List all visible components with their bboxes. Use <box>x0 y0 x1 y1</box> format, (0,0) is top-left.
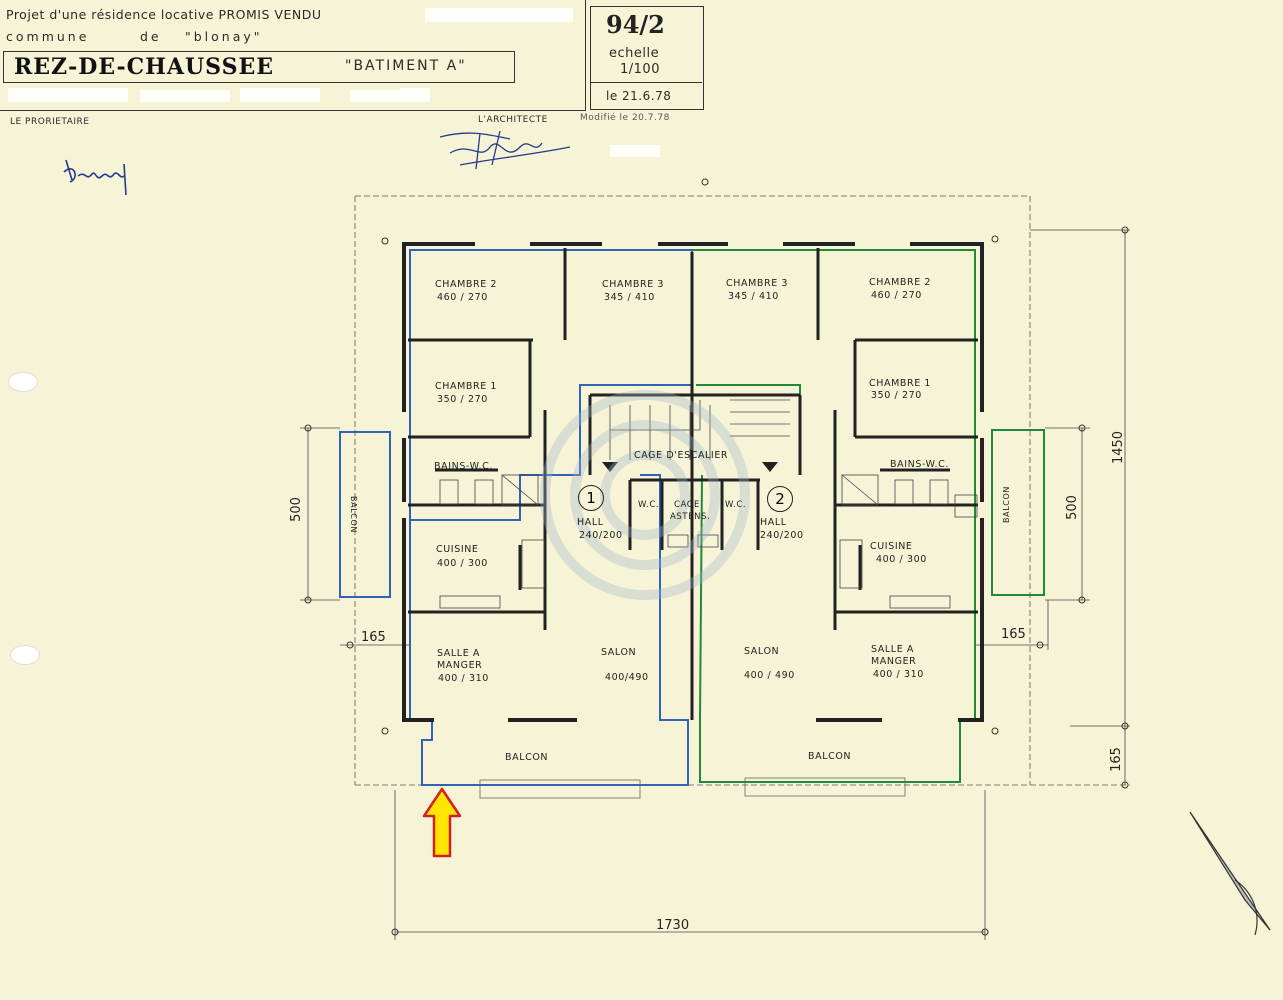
room-label-right-wc: W.C. <box>725 500 747 510</box>
architect-signature <box>439 130 571 170</box>
room-dim-left-hall: 240/200 <box>579 530 623 541</box>
room-label-right-chambre2: CHAMBRE 2 <box>869 277 932 288</box>
commune-name: "blonay" <box>185 29 263 44</box>
common-lift-1: CAGE <box>674 500 700 510</box>
dimension-height-total: 1450 <box>1111 430 1127 465</box>
unit-marker-1: 1 <box>578 485 604 511</box>
entrance-arrow-icon <box>422 787 462 858</box>
room-dim-left-salon: 400/490 <box>605 672 649 683</box>
room-label-right-bains: BAINS-W.C. <box>890 459 949 470</box>
room-dim-right-salle: 400 / 310 <box>873 669 924 680</box>
room-label-left-chambre1: CHAMBRE 1 <box>435 381 498 392</box>
room-dim-right-hall: 240/200 <box>760 530 804 541</box>
project-line: Projet d'une résidence locative PROMIS V… <box>6 7 322 22</box>
modified-date: Modifié le 20.7.78 <box>580 113 670 123</box>
scale-divider <box>590 82 702 83</box>
dimension-right-offset: 165 <box>1001 627 1026 642</box>
room-label-left-chambre3: CHAMBRE 3 <box>602 279 665 290</box>
room-label-right-manger: MANGER <box>871 656 917 667</box>
room-label-left-salon: SALON <box>601 647 637 658</box>
owner-signature <box>63 159 127 196</box>
room-dim-left-salle: 400 / 310 <box>438 673 489 684</box>
unit-number-2: 2 <box>775 490 785 508</box>
redaction <box>400 88 430 102</box>
room-dim-right-chambre3: 345 / 410 <box>728 291 779 302</box>
room-dim-right-salon: 400 / 490 <box>744 670 795 681</box>
floor-title-frame <box>3 51 515 83</box>
common-stair: CAGE D'ESCALIER <box>634 450 729 461</box>
dimension-left-balcony: 500 <box>288 497 304 522</box>
room-label-left-balcon-side: BALCON <box>348 496 358 533</box>
punch-hole <box>10 645 40 665</box>
redaction <box>140 90 230 102</box>
room-label-left-wc: W.C. <box>638 500 660 510</box>
room-label-right-cuisine: CUISINE <box>870 541 913 552</box>
dimension-width-total: 1730 <box>656 918 690 933</box>
title-block-frame <box>0 0 586 111</box>
redaction <box>240 88 320 102</box>
room-label-left-hall: HALL <box>577 517 604 528</box>
room-label-left-balcon: BALCON <box>505 752 549 763</box>
room-dim-right-chambre2: 460 / 270 <box>871 290 922 301</box>
plan-number: 94/2 <box>606 10 665 39</box>
common-lift-2: ASTENS. <box>670 512 711 522</box>
room-label-right-salon: SALON <box>744 646 780 657</box>
room-label-left-cuisine: CUISINE <box>436 544 479 555</box>
room-dim-left-cuisine: 400 / 300 <box>437 558 488 569</box>
room-label-left-bains: BAINS-W.C. <box>434 461 493 472</box>
scale-value: 1/100 <box>620 62 660 77</box>
room-label-left-chambre2: CHAMBRE 2 <box>435 279 498 290</box>
room-label-right-chambre3: CHAMBRE 3 <box>726 278 789 289</box>
dimension-bottom-offset: 165 <box>1108 747 1124 772</box>
room-label-right-hall: HALL <box>760 517 787 528</box>
room-label-right-salle: SALLE A <box>871 644 915 655</box>
redaction <box>425 8 573 22</box>
owner-label: LE PRORIETAIRE <box>10 117 90 127</box>
redaction <box>8 88 128 102</box>
room-label-left-manger: MANGER <box>437 660 483 671</box>
north-arrow <box>1189 811 1271 936</box>
dimension-right-balcony: 500 <box>1064 495 1080 520</box>
redaction <box>350 90 400 102</box>
floor-title: REZ-DE-CHAUSSEE <box>14 54 275 80</box>
room-dim-right-chambre1: 350 / 270 <box>871 390 922 401</box>
room-label-right-balcon: BALCON <box>808 751 852 762</box>
punch-hole <box>8 372 38 392</box>
scale-label: echelle <box>609 46 660 61</box>
commune-label: commune <box>6 29 90 44</box>
unit-number-1: 1 <box>586 489 596 507</box>
commune-de: de <box>140 29 162 44</box>
redaction <box>610 145 660 157</box>
plan-number-frame <box>590 6 704 110</box>
room-label-right-balcon-side: BALCON <box>1001 486 1011 523</box>
building-name: "BATIMENT A" <box>345 58 467 74</box>
architect-label: L'ARCHITECTE <box>478 115 548 125</box>
plan-date: le 21.6.78 <box>606 89 672 103</box>
room-dim-left-chambre3: 345 / 410 <box>604 292 655 303</box>
room-dim-left-chambre1: 350 / 270 <box>437 394 488 405</box>
room-label-right-chambre1: CHAMBRE 1 <box>869 378 932 389</box>
unit-marker-2: 2 <box>767 486 793 512</box>
room-dim-left-chambre2: 460 / 270 <box>437 292 488 303</box>
title-block: Projet d'une résidence locative PROMIS V… <box>0 0 710 157</box>
room-dim-right-cuisine: 400 / 300 <box>876 554 927 565</box>
dimension-left-offset: 165 <box>361 630 386 645</box>
room-label-left-salle: SALLE A <box>437 648 481 659</box>
